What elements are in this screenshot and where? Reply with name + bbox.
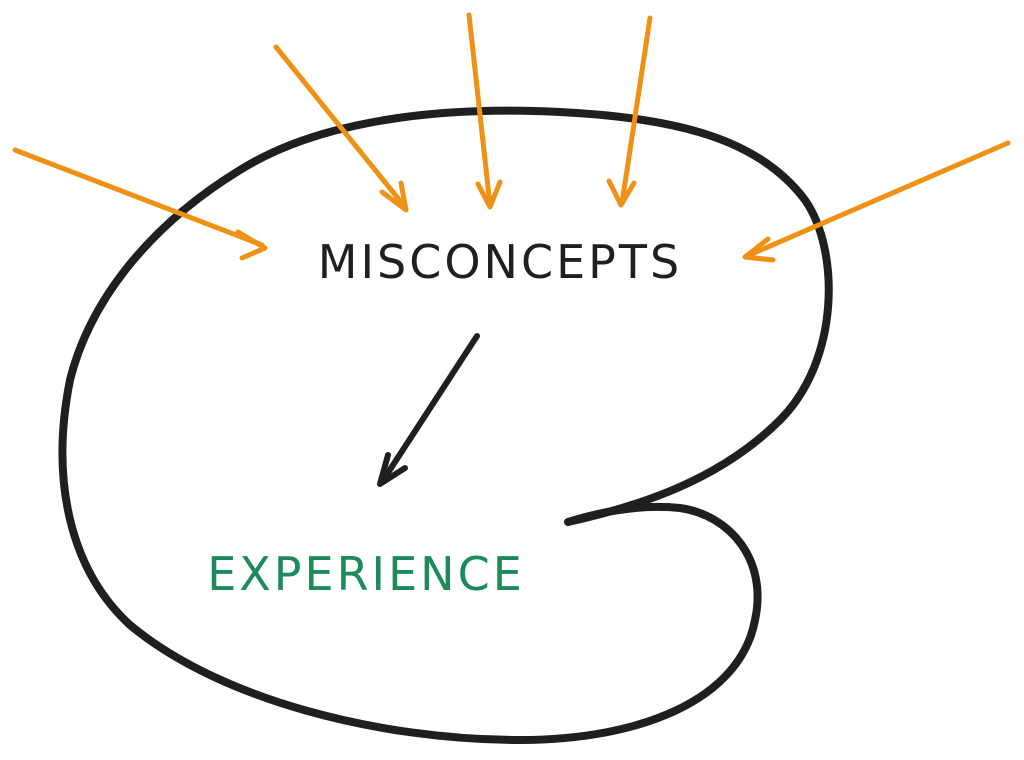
incoming-arrow-5-head (742, 236, 776, 263)
inner-arrow-head (377, 452, 408, 487)
incoming-arrow-4-shaft (619, 15, 653, 206)
incoming-arrow-4 (606, 15, 653, 208)
incoming-arrow-2-shaft (273, 44, 408, 210)
incoming-arrow-2 (273, 44, 409, 213)
incoming-arrow-3 (466, 12, 503, 210)
incoming-arrow-5-shaft (744, 140, 1011, 259)
inner-arrow (377, 333, 480, 487)
incoming-arrow-1-shaft (12, 147, 265, 248)
incoming-arrow-3-head (475, 179, 503, 210)
incoming-arrow-1-head (235, 229, 268, 261)
incoming-arrow-2-head (379, 180, 409, 213)
enclosing-blob-outline (58, 106, 833, 744)
incoming-arrow-5 (742, 140, 1011, 263)
incoming-arrow-4-head (606, 178, 637, 208)
inner-arrow-shaft (379, 333, 480, 485)
incoming-arrow-1 (12, 147, 268, 261)
experience-label: EXPERIENCE (207, 547, 525, 601)
incoming-arrows-group (12, 12, 1011, 263)
incoming-arrow-3-shaft (466, 12, 493, 208)
misconcepts-label: MISCONCEPTS (318, 235, 682, 289)
